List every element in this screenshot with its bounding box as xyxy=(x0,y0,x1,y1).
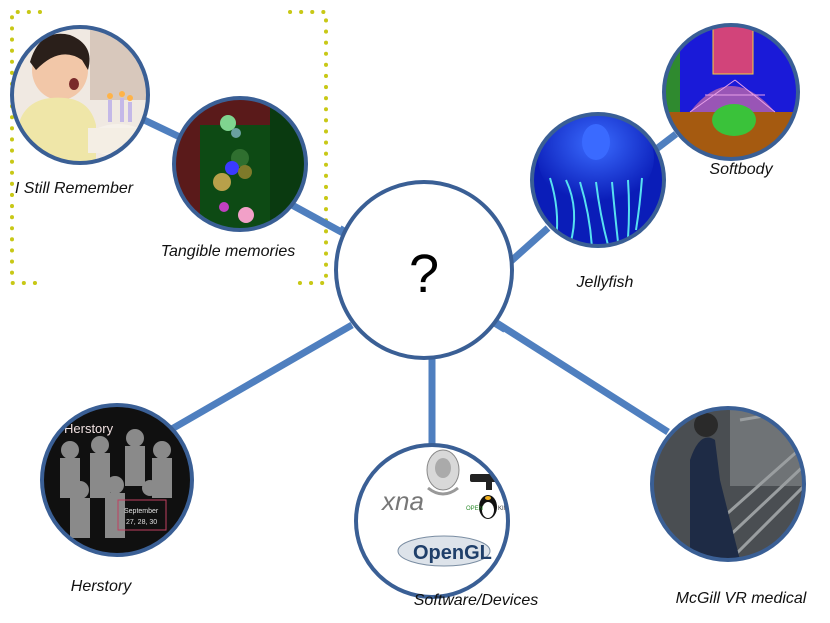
connector-jellyfish xyxy=(507,225,551,265)
label-tangible: Tangible memories xyxy=(160,243,296,260)
jellyfish-render xyxy=(532,114,664,246)
herstory-poster-dates: 27, 28, 30 xyxy=(126,519,157,526)
herstory-poster-title: Herstory xyxy=(64,421,114,436)
connector-softbody xyxy=(652,131,679,153)
softbody-render xyxy=(664,25,798,159)
tux-penguin-icon xyxy=(479,495,497,519)
connector-mcgill xyxy=(490,317,670,435)
center-question-mark: ? xyxy=(409,244,439,304)
node-softbody xyxy=(662,23,800,161)
opengl-logo-text: OpenGL xyxy=(413,542,492,564)
connectors xyxy=(138,114,679,445)
node-tangible xyxy=(172,96,308,232)
xna-logo: xna xyxy=(380,486,424,516)
tangible-render xyxy=(174,98,306,230)
connector-herstory xyxy=(168,321,354,434)
node-remember xyxy=(10,25,150,165)
node-software: xna OPEN KINECT OpenGL xyxy=(354,443,520,599)
herstory-poster: Herstory September 27, 28, 30 xyxy=(42,405,192,555)
label-herstory: Herstory xyxy=(70,578,132,595)
open-kinect-logo-kinect: KINECT xyxy=(498,506,520,512)
label-jellyfish: Jellyfish xyxy=(576,274,634,291)
node-mcgill xyxy=(650,406,806,562)
node-jellyfish xyxy=(530,112,666,248)
herstory-poster-month: September xyxy=(124,508,159,515)
label-remember: I Still Remember xyxy=(14,180,134,197)
opengl-logo: OpenGL xyxy=(397,535,492,567)
open-kinect-logo-open: OPEN xyxy=(466,506,483,512)
software-logos: xna OPEN KINECT OpenGL xyxy=(380,449,520,567)
label-softbody: Softbody xyxy=(709,161,773,178)
node-herstory: Herstory September 27, 28, 30 xyxy=(40,403,194,557)
label-mcgill: McGill VR medical xyxy=(675,590,807,607)
connector-tangible xyxy=(290,201,347,238)
center-node: ? xyxy=(334,180,514,360)
label-software: Software/Devices xyxy=(413,592,539,609)
haptic-device-icon xyxy=(426,449,460,496)
mcgill-vr-scene xyxy=(652,408,804,560)
